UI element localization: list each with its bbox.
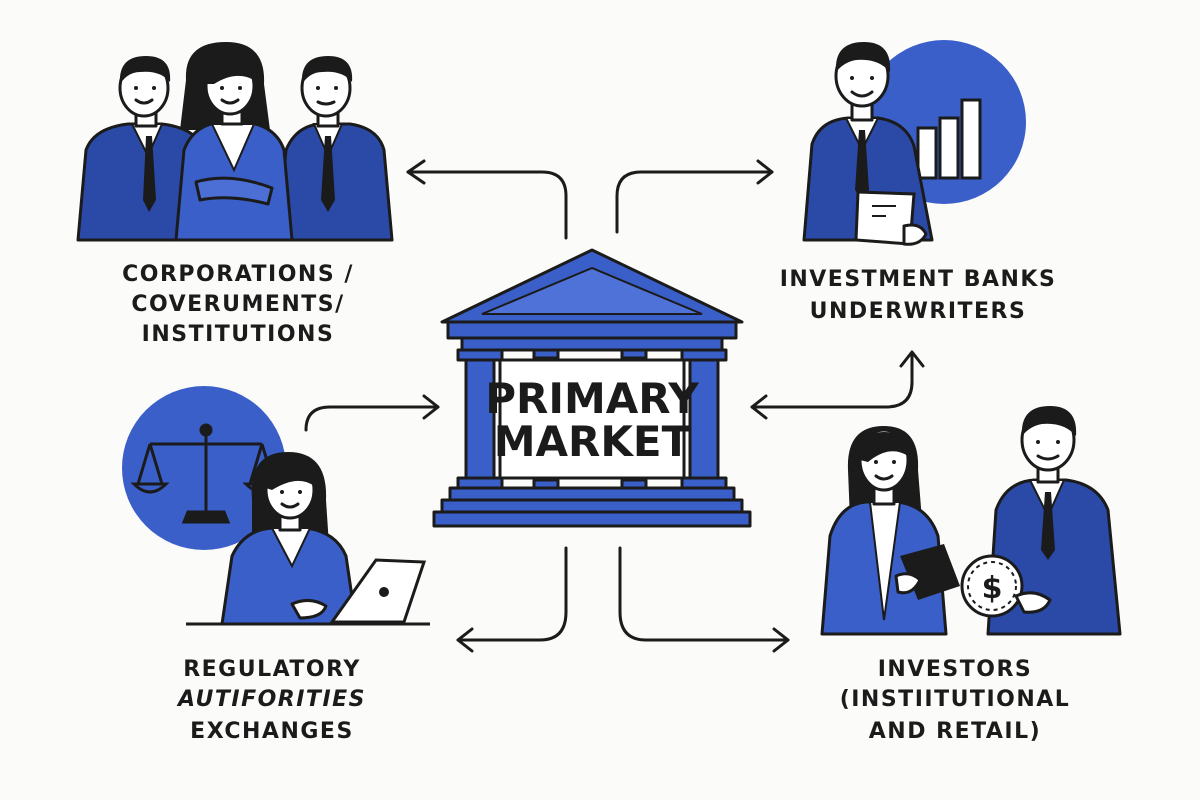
- banker-chart-icon: [802, 40, 1026, 246]
- label-regulators-line1: REGULATORY: [183, 657, 361, 682]
- arrow-from-regulators: [304, 405, 440, 432]
- svg-text:$: $: [982, 571, 1003, 606]
- label-banks-line1: INVESTMENT BANKS: [780, 267, 1057, 292]
- business-people-icon: [76, 42, 394, 242]
- regulator-group: [122, 386, 430, 626]
- woman-laptop-icon: [186, 452, 430, 626]
- arrow-to-issuers: [406, 170, 568, 240]
- label-banks-line2: UNDERWRITERS: [810, 299, 1027, 324]
- center-title-line1: PRIMARY: [485, 374, 699, 423]
- arrow-to-regulators: [456, 546, 568, 642]
- connector-arrows: [304, 159, 925, 653]
- label-issuers: CORPORATIONS / COVERUMENTS/ INSTITUTIONS: [122, 262, 354, 347]
- label-issuers-line1: CORPORATIONS /: [122, 262, 354, 287]
- label-issuers-line3: INSTITUTIONS: [142, 322, 335, 347]
- arrow-investors-banks: [750, 352, 914, 409]
- center-title-line2: MARKET: [494, 417, 691, 466]
- arrow-to-banks: [615, 170, 774, 234]
- scales-of-justice-icon: [130, 423, 282, 524]
- bank-building-icon: [432, 248, 752, 528]
- investors-coin-icon: $: [820, 406, 1122, 636]
- label-investors-line1: INVESTORS: [878, 657, 1033, 682]
- label-investors-line2: (INSTIITUTIONAL: [840, 687, 1071, 712]
- scales-of-justice-icon: [122, 386, 286, 550]
- label-regulators-line2: AUTIFORITIES: [176, 687, 366, 712]
- label-regulators: REGULATORY AUTIFORITIES EXCHANGES: [176, 657, 366, 744]
- label-banks: INVESTMENT BANKS UNDERWRITERS: [780, 267, 1057, 324]
- label-investors-line3: AND RETAIL): [869, 719, 1041, 744]
- label-investors: INVESTORS (INSTIITUTIONAL AND RETAIL): [840, 657, 1071, 744]
- label-issuers-line2: COVERUMENTS/: [131, 292, 344, 317]
- arrow-to-investors: [618, 546, 790, 642]
- label-regulators-line3: EXCHANGES: [190, 719, 354, 744]
